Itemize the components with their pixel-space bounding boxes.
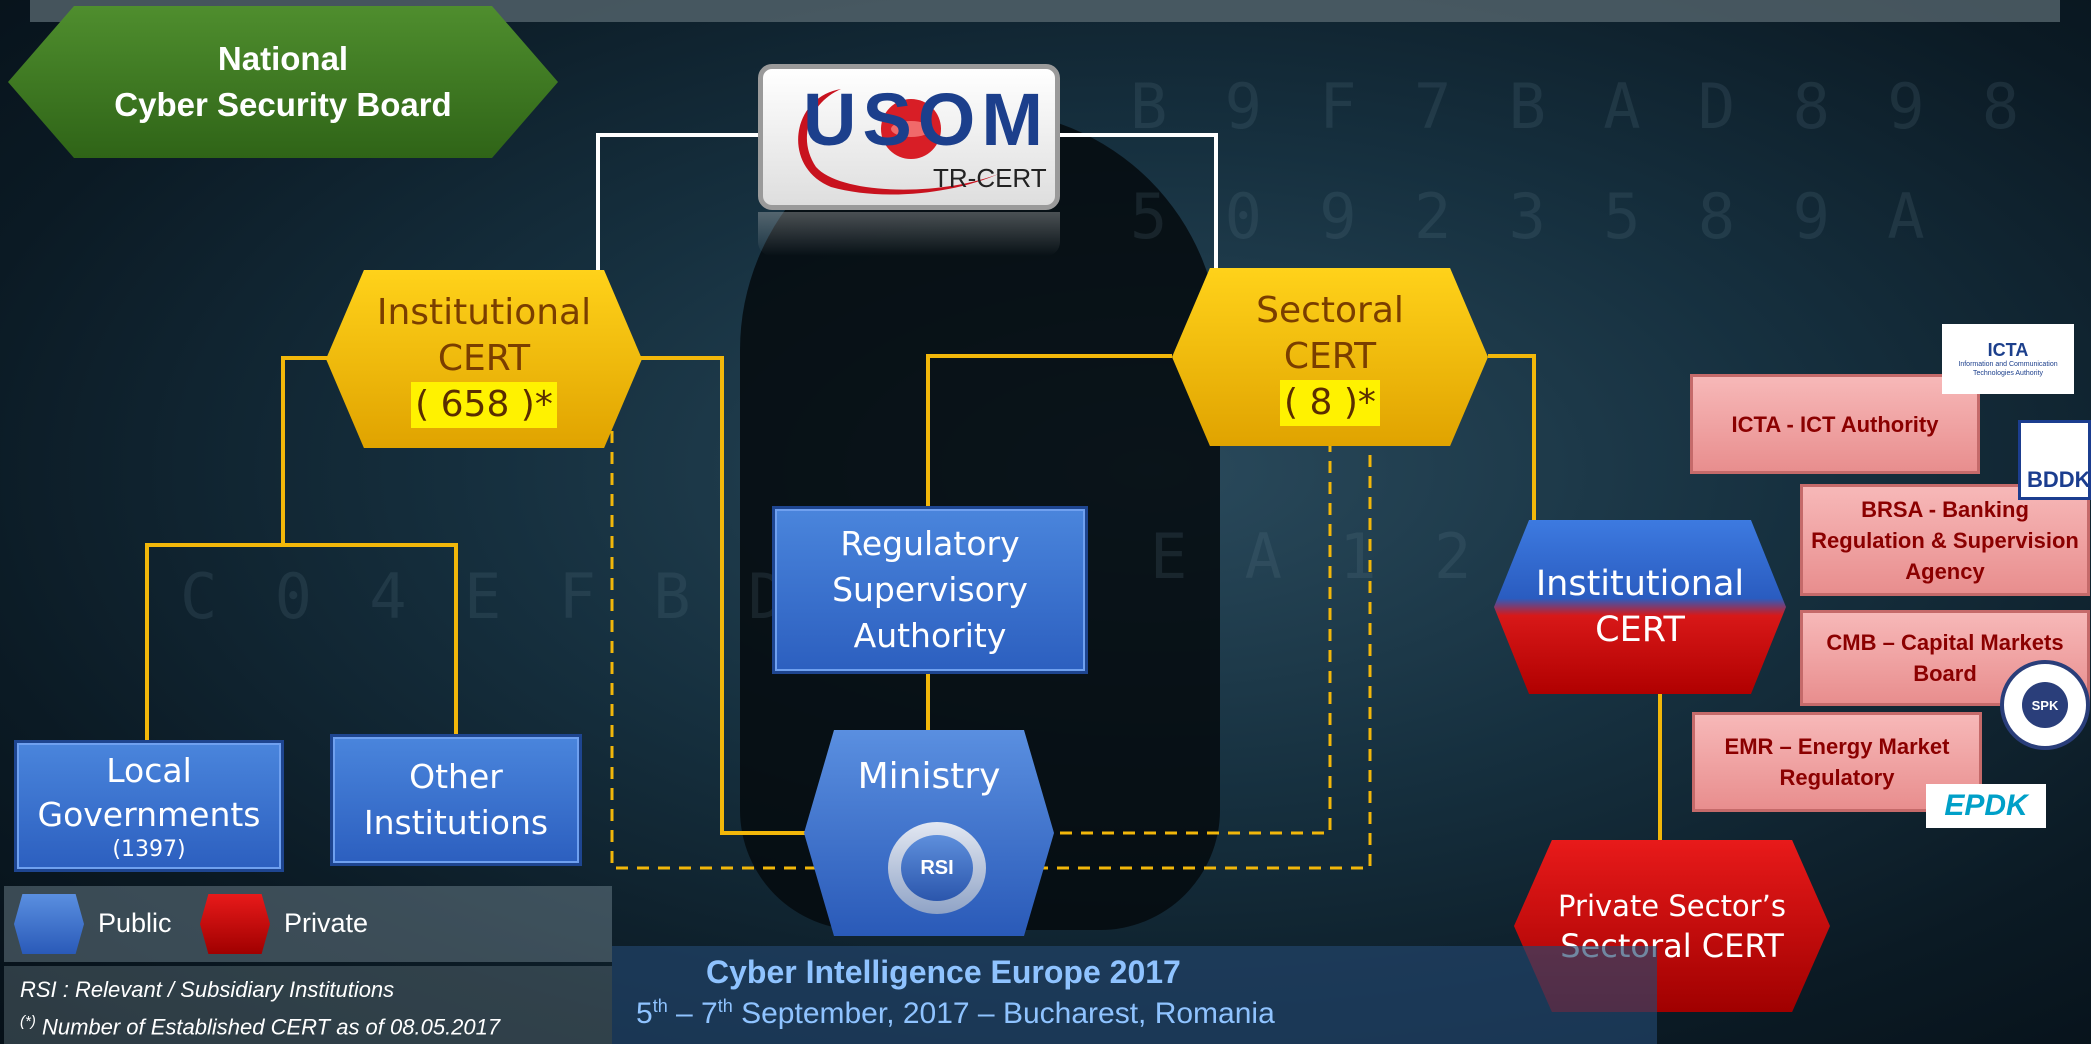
institutional-cert-line2: CERT [437,338,531,379]
bddk-logo-text: BDDK [2027,467,2091,492]
authority-brsa: BRSA - Banking Regulation & Supervision … [1800,484,2090,596]
authority-brsa-label: BRSA - Banking Regulation & Supervision … [1811,496,2079,584]
ministry-label: Ministry [857,756,1001,797]
epdk-logo-text: EPDK [1944,789,2028,822]
authority-icta: ICTA - ICT Authority [1690,374,1980,474]
usom-logo-text: USOM [803,78,1049,161]
institutional-cert-right-hex: Institutional CERT [1494,520,1786,694]
board-line2: Cyber Security Board [114,86,452,123]
authority-icta-label: ICTA - ICT Authority [1731,411,1939,437]
footer-date-line: 5th – 7th September, 2017 – Bucharest, R… [636,996,1275,1031]
legend-private-swatch [200,894,270,954]
background-code-4: C 0 4 E F B D [180,560,796,633]
local-gov-line2: Governments [37,795,261,834]
usom-logo-reflection [758,212,1060,256]
note-star-mark: (*) [20,1013,36,1030]
sectoral-cert-count: ( 8 )* [1280,380,1380,426]
icta-logo-sub: Information and Communication Technologi… [1958,361,2058,377]
usom-swoosh-icon [798,89,1001,195]
note-star-text: Number of Established CERT as of 08.05.2… [35,1014,501,1040]
local-gov-count: (1397) [112,837,186,862]
sectoral-cert-line2: CERT [1283,336,1377,377]
spk-seal-logo: SPK [2000,660,2090,750]
note-cert-count: (*) Number of Established CERT as of 08.… [4,1006,612,1043]
footer-title: Cyber Intelligence Europe 2017 [706,954,1181,990]
footer-day1: 5 [636,997,653,1030]
footer-dash: – 7 [667,997,718,1030]
private-sectoral-line1: Private Sector’s [1558,889,1786,923]
other-inst-line1: Other [409,757,503,796]
rsi-badge: RSI [888,822,986,914]
board-line1: National [217,40,349,77]
top-bar [30,0,2060,22]
other-inst-line2: Institutions [363,803,549,842]
footnotes: RSI : Relevant / Subsidiary Institutions… [4,966,612,1044]
usom-logo: USOM TR-CERT [758,64,1060,210]
spk-seal-text: SPK [2022,682,2068,728]
local-gov-line1: Local [106,751,192,790]
authority-cmb-label: CMB – Capital Markets Board [1826,630,2064,686]
institutional-cert-line1: Institutional [376,292,592,333]
institutional-cert-count: ( 658 )* [411,382,557,428]
bddk-logo: BDDK [2018,420,2091,500]
background-code-2: 5 0 9 2 3 5 8 9 A [1130,180,1935,253]
epdk-logo: EPDK [1926,784,2046,828]
regulatory-line3: Authority [853,616,1007,655]
authority-emr-label: EMR – Energy Market Regulatory [1724,734,1950,790]
legend-private-label: Private [284,908,369,938]
regulatory-line1: Regulatory [840,524,1020,563]
national-cyber-security-board: National Cyber Security Board [8,6,558,158]
icta-logo-text: ICTA [1987,340,2029,360]
background-code-1: B 9 F 7 B A D 8 9 8 [1130,70,2030,143]
local-governments: Local Governments (1397) [14,740,284,872]
inst-cert-right-line2: CERT [1595,610,1685,650]
note-rsi: RSI : Relevant / Subsidiary Institutions [20,977,395,1002]
institutional-cert-hex: Institutional CERT ( 658 )* [326,270,642,448]
inst-cert-right-line1: Institutional [1535,564,1745,604]
icta-logo: ICTA Information and Communication Techn… [1942,324,2074,394]
regulatory-line2: Supervisory [832,570,1028,609]
footer-sup1: th [652,996,668,1016]
legend: Public Private [4,886,612,962]
sectoral-cert-hex: Sectoral CERT ( 8 )* [1172,268,1488,446]
rsi-badge-label: RSI [901,835,973,901]
footer-sup2: th [717,996,733,1016]
legend-public-label: Public [98,908,172,938]
legend-public-swatch [14,894,84,954]
sectoral-cert-line1: Sectoral [1256,290,1404,331]
footer-rest: September, 2017 – Bucharest, Romania [732,997,1275,1030]
other-institutions: Other Institutions [330,734,582,866]
usom-logo-sub: TR-CERT [933,163,1047,193]
conference-footer: Cyber Intelligence Europe 2017 5th – 7th… [612,946,1657,1044]
regulatory-supervisory-authority: Regulatory Supervisory Authority [772,506,1088,674]
